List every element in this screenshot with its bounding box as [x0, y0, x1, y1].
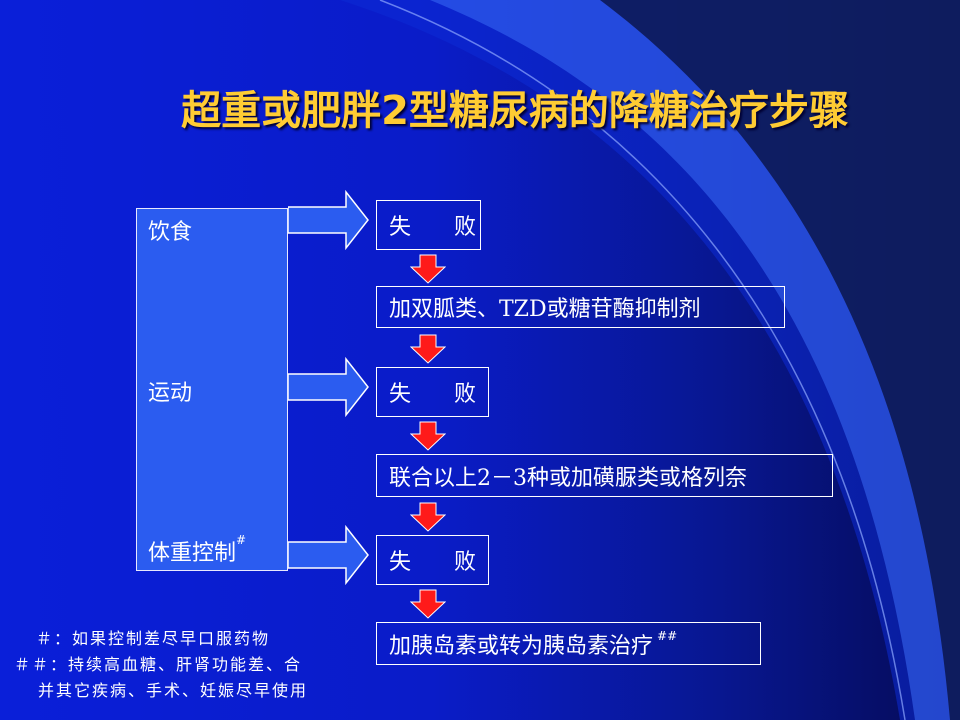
down-arrow-icon — [410, 589, 446, 619]
weight-control-text: 体重控制 — [148, 541, 237, 566]
footnote-1: ＃：如果控制差尽早口服药物 — [36, 629, 271, 648]
exercise-label: 运动 — [148, 381, 193, 406]
down-arrow-icon — [410, 421, 446, 451]
diet-label: 饮食 — [148, 220, 193, 245]
step-box-3-text: 加胰岛素或转为胰岛素治疗 — [389, 633, 654, 659]
fail-box-3: 失 败 — [376, 535, 489, 585]
right-arrow-icon — [288, 190, 369, 250]
down-arrow-icon — [410, 502, 446, 532]
right-arrow-icon — [288, 525, 369, 585]
lifestyle-panel — [136, 208, 288, 571]
fail-box-1: 失 败 — [376, 200, 481, 250]
right-arrow-icon — [288, 357, 369, 417]
step-box-3: 加胰岛素或转为胰岛素治疗## — [376, 622, 761, 665]
footnote-2: ＃＃：持续高血糖、肝肾功能差、合 — [14, 655, 303, 674]
fail-box-2: 失 败 — [376, 367, 489, 417]
step-box-1: 加双胍类、TZD或糖苷酶抑制剂 — [376, 286, 785, 328]
down-arrow-icon — [410, 334, 446, 364]
down-arrow-icon — [410, 254, 446, 284]
page-title: 超重或肥胖2型糖尿病的降糖治疗步骤 — [181, 88, 849, 134]
step-box-3-mark: ## — [657, 628, 678, 643]
footnote-3: 并其它疾病、手术、妊娠尽早使用 — [38, 681, 309, 700]
step-box-2: 联合以上2－3种或加磺脲类或格列奈 — [376, 454, 833, 497]
weight-control-label: 体重控制# — [148, 533, 247, 567]
weight-control-mark: # — [236, 533, 247, 547]
